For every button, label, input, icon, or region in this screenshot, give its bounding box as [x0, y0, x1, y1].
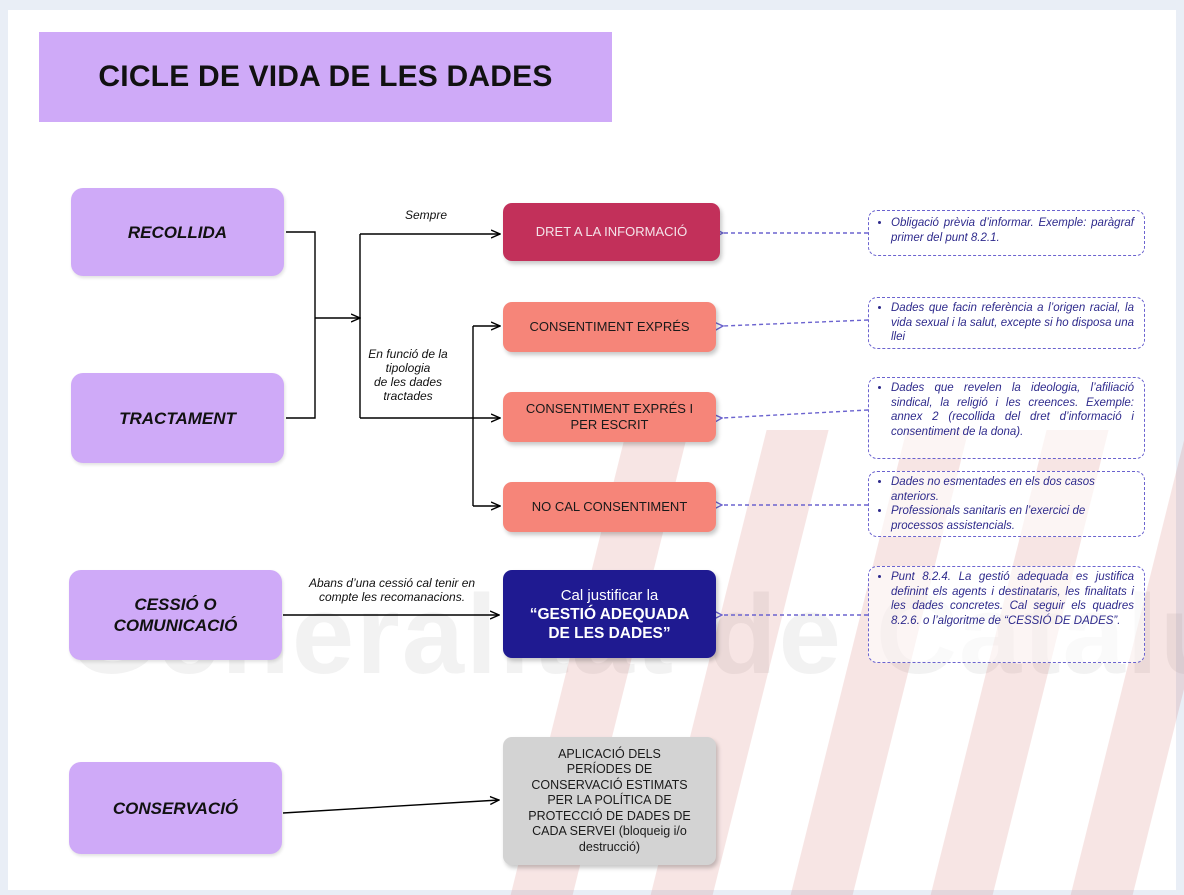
arrow-conservacio — [282, 800, 499, 814]
dashed-link-n3 — [722, 409, 869, 418]
note-punt-824: Punt 8.2.4. La gestió adequada es justif… — [868, 566, 1145, 663]
note-origen-racial: Dades que facin referència a l’origen ra… — [868, 297, 1145, 349]
connector-tractament — [286, 318, 316, 419]
note-punt-824-text: Punt 8.2.4. La gestió adequada es justif… — [891, 570, 1134, 628]
title-banner: CICLE DE VIDA DE LES DADES — [39, 32, 612, 122]
note-origen-racial-text: Dades que facin referència a l’origen ra… — [891, 301, 1134, 345]
stage-conservacio-label: CONSERVACIÓ — [112, 798, 239, 818]
label-sempre: Sempre — [404, 208, 448, 222]
box-consentiment-label: CONSENTIMENT EXPRÉS — [529, 319, 690, 334]
box-no-cal-consentiment: NO CAL CONSENTIMENT — [503, 482, 716, 532]
connector-recollida — [286, 231, 316, 318]
dashed-link-n2 — [723, 319, 869, 326]
stage-tractament-label: TRACTAMENT — [119, 408, 236, 428]
note-obligacio: Obligació prèvia d’informar. Exemple: pa… — [868, 210, 1145, 256]
box-no-cal-label: NO CAL CONSENTIMENT — [531, 499, 688, 514]
stage-tractament: TRACTAMENT — [71, 373, 284, 463]
note-no-esmentades-text-2: Professionals sanitaris en l’exercici de… — [891, 504, 1134, 533]
box-consentiment-expres: CONSENTIMENT EXPRÉS — [503, 302, 716, 352]
stage-recollida-label: RECOLLIDA — [127, 222, 228, 242]
note-obligacio-text: Obligació prèvia d’informar. Exemple: pa… — [891, 216, 1134, 245]
note-ideologia: Dades que revelen la ideologia, l’afilia… — [868, 377, 1145, 459]
box-dret-informacio: DRET A LA INFORMACIÓ — [503, 203, 720, 261]
note-no-esmentades: Dades no esmentades en els dos casos ant… — [868, 471, 1145, 537]
box-dret-label: DRET A LA INFORMACIÓ — [535, 224, 688, 239]
note-ideologia-text: Dades que revelen la ideologia, l’afilia… — [891, 381, 1134, 439]
stage-conservacio: CONSERVACIÓ — [69, 762, 282, 854]
stage-recollida: RECOLLIDA — [71, 188, 284, 276]
page-title: CICLE DE VIDA DE LES DADES — [98, 60, 553, 93]
note-no-esmentades-text-1: Dades no esmentades en els dos casos ant… — [891, 475, 1134, 504]
